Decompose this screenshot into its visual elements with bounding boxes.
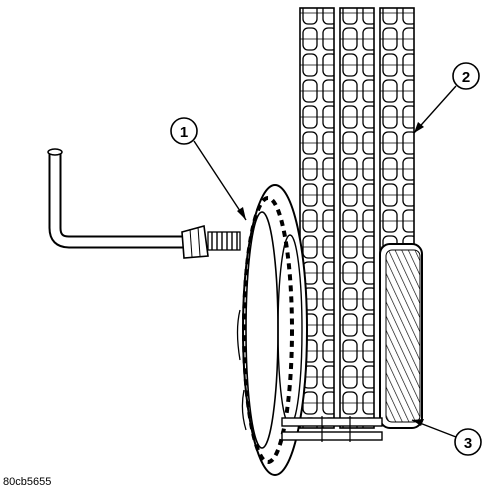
- sprocket-wheel: [236, 184, 308, 476]
- hex-key: [47, 148, 186, 249]
- callout-1: 1: [170, 117, 247, 221]
- timing-chains: [299, 7, 415, 429]
- callout-2-label: 2: [462, 69, 470, 86]
- figure-code: 80cb5655: [3, 476, 52, 488]
- callout-2: 2: [413, 62, 480, 134]
- chain-strand-middle: [339, 7, 375, 429]
- callout-3-label: 3: [464, 435, 472, 452]
- callout-3: 3: [411, 419, 482, 456]
- helical-gear: [379, 243, 423, 429]
- tensioner-spring: [181, 224, 241, 259]
- chain-strand-right: [379, 7, 415, 259]
- callout-1-label: 1: [180, 124, 188, 141]
- retaining-pins: [281, 416, 383, 442]
